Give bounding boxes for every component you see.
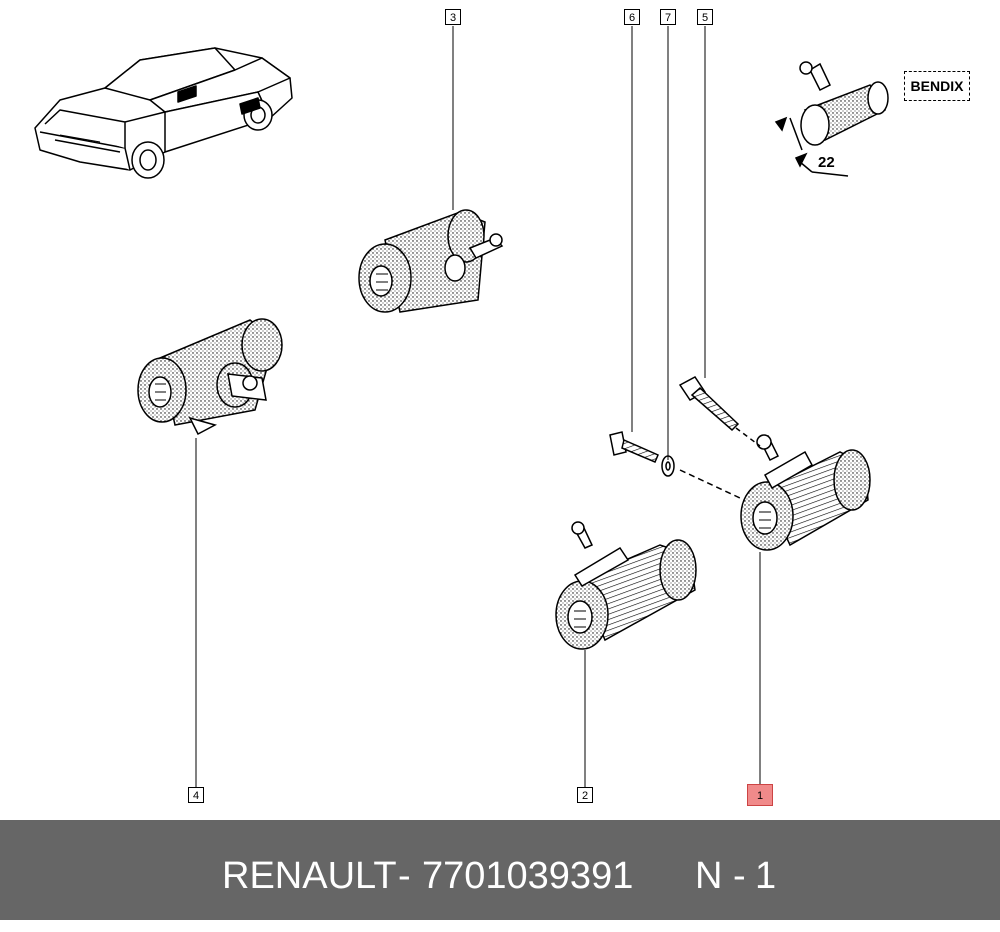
brand-name: RENAULT	[222, 855, 397, 897]
part-number: 7701039391	[422, 855, 634, 897]
footer-bar: RENAULT - 7701039391 N - 1	[0, 820, 1000, 920]
callout-6: 6	[624, 9, 640, 25]
callout-5: 5	[697, 9, 713, 25]
separator: -	[398, 855, 411, 897]
bendix-inset-illustration	[774, 61, 889, 177]
callout-1-highlighted[interactable]: 1	[747, 784, 773, 806]
callout-7: 7	[660, 9, 676, 25]
car-illustration	[34, 47, 293, 179]
part-4-wheel-cylinder	[137, 318, 283, 436]
callout-3: 3	[445, 9, 461, 25]
dimension-label: 22	[818, 154, 835, 171]
n-label: N	[695, 855, 723, 897]
part-5-bolt	[678, 376, 740, 432]
part-2-wheel-cylinder	[555, 521, 697, 650]
callout-2: 2	[577, 787, 593, 803]
parts-diagram	[34, 26, 889, 787]
part-3-wheel-cylinder	[358, 209, 504, 313]
leader-lines	[195, 26, 761, 787]
n-value: 1	[755, 855, 777, 897]
n-separator: -	[733, 855, 746, 897]
assembly-lines	[679, 427, 761, 499]
callout-4: 4	[188, 787, 204, 803]
bendix-badge: BENDIX	[904, 71, 970, 101]
part-1-wheel-cylinder	[740, 434, 871, 551]
part-6-bolt	[609, 431, 659, 463]
